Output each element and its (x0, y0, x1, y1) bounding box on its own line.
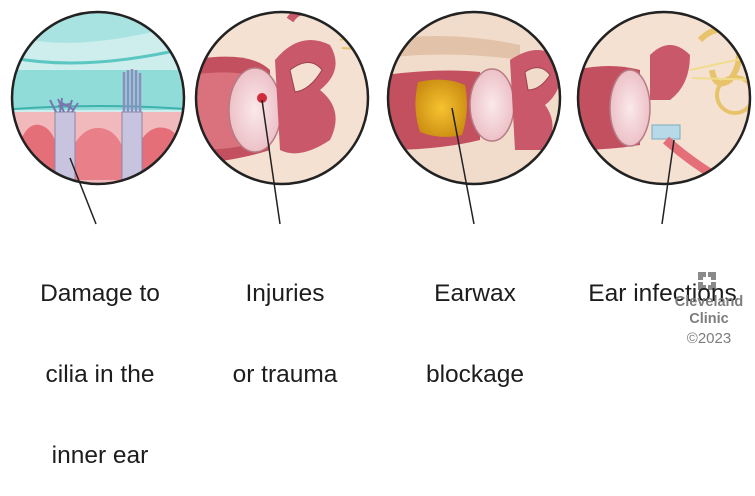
logo-name-line-1: Cleveland (666, 294, 752, 311)
ear-infection-illustration (575, 0, 755, 224)
cleveland-clinic-logo: Cleveland Clinic ©2023 (666, 270, 752, 348)
eardrum-injury-illustration (190, 0, 380, 224)
copyright: ©2023 (666, 330, 752, 348)
cilia-illustration (0, 0, 200, 224)
label-injury: Injuries or trauma (210, 226, 360, 415)
logo-name-line-2: Clinic (666, 311, 752, 328)
earwax-illustration (385, 0, 575, 224)
label-earwax: Earwax blockage (405, 226, 545, 415)
label-cilia: Damage to cilia in the inner ear (20, 226, 180, 496)
